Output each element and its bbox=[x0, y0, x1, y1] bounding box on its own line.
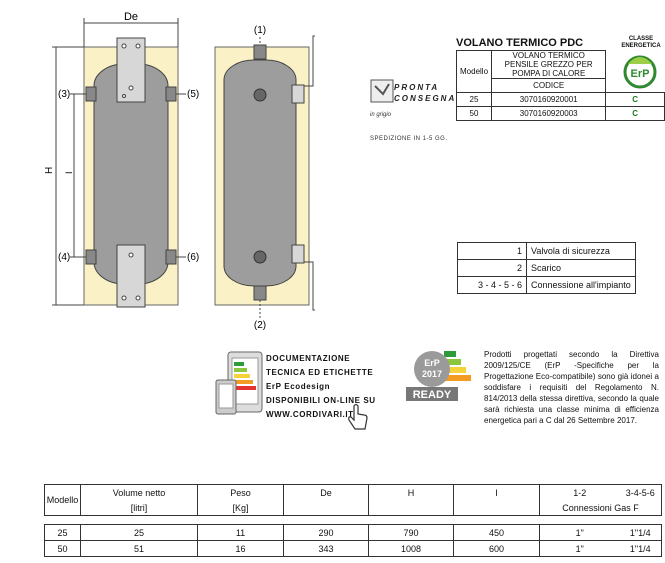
dim-i-label: I bbox=[64, 171, 74, 174]
dim-h-label: H bbox=[44, 167, 55, 174]
svg-text:in grigio: in grigio bbox=[370, 112, 392, 118]
product-row: 25 3070160920001 C bbox=[455, 92, 665, 107]
product-row: 50 3070160920003 C bbox=[455, 106, 665, 121]
svg-text:ErP: ErP bbox=[424, 358, 440, 368]
bottom-bracket bbox=[116, 244, 146, 308]
svg-text:READY: READY bbox=[413, 389, 452, 401]
shipping-time: SPEDIZIONE IN 1-5 GG. bbox=[370, 136, 448, 142]
website-link[interactable]: www.cordivari.it bbox=[266, 410, 354, 419]
conn-5-label: (5) bbox=[187, 89, 199, 100]
erp-class-header: CLASSE ENERGETICA bbox=[621, 36, 661, 49]
specs-header-row: Modello Volume netto Peso De H I 1-2 3-4… bbox=[44, 484, 662, 516]
conn-2-label: (2) bbox=[254, 320, 266, 331]
specs-row: 25 25 11 290 790 450 1" 1"1/4 bbox=[44, 524, 662, 541]
specs-units-row: [litri] [Kg] Connessioni Gas F bbox=[45, 500, 662, 516]
conn-3-label: (3) bbox=[58, 89, 70, 100]
technical-drawing: De H I (3) (5) (4) (6) (1) (2) bbox=[44, 11, 315, 331]
erp-badge-icon: ErP bbox=[623, 55, 657, 89]
delivery-icon: in grigio bbox=[370, 79, 394, 118]
col-model-header: Modello bbox=[455, 50, 493, 93]
specs-table: Modello Volume netto Peso De H I 1-2 3-4… bbox=[44, 484, 662, 557]
specs-row: 50 51 16 343 1008 600 1" 1"1/4 bbox=[44, 540, 662, 557]
svg-text:2017: 2017 bbox=[422, 369, 442, 379]
product-title: VOLANO TERMICO PDC bbox=[456, 37, 584, 49]
conn-1-label: (1) bbox=[254, 25, 266, 36]
top-bracket bbox=[116, 37, 146, 103]
devices-icon bbox=[215, 351, 263, 415]
documentation-text: Documentazione tecnica ed etichette ErP … bbox=[266, 352, 376, 422]
hand-pointer-icon bbox=[348, 403, 368, 430]
erp-ready-icon: ErP 2017 READY bbox=[406, 351, 471, 401]
conn-6-label: (6) bbox=[187, 252, 199, 263]
svg-text:ErP: ErP bbox=[631, 68, 650, 80]
conn-4-label: (4) bbox=[58, 252, 70, 263]
product-table: Modello VOLANO TERMICO PENSILE GREZZO PE… bbox=[455, 50, 665, 121]
col-desc-header: VOLANO TERMICO PENSILE GREZZO PER POMPA … bbox=[491, 50, 607, 79]
dim-de-label: De bbox=[124, 11, 138, 23]
col-code-header: CODICE bbox=[491, 78, 607, 93]
erp-ready-description: Prodotti progettati secondo la Direttiva… bbox=[484, 350, 659, 425]
pronta-consegna: PRONTA CONSEGNA bbox=[394, 83, 457, 103]
